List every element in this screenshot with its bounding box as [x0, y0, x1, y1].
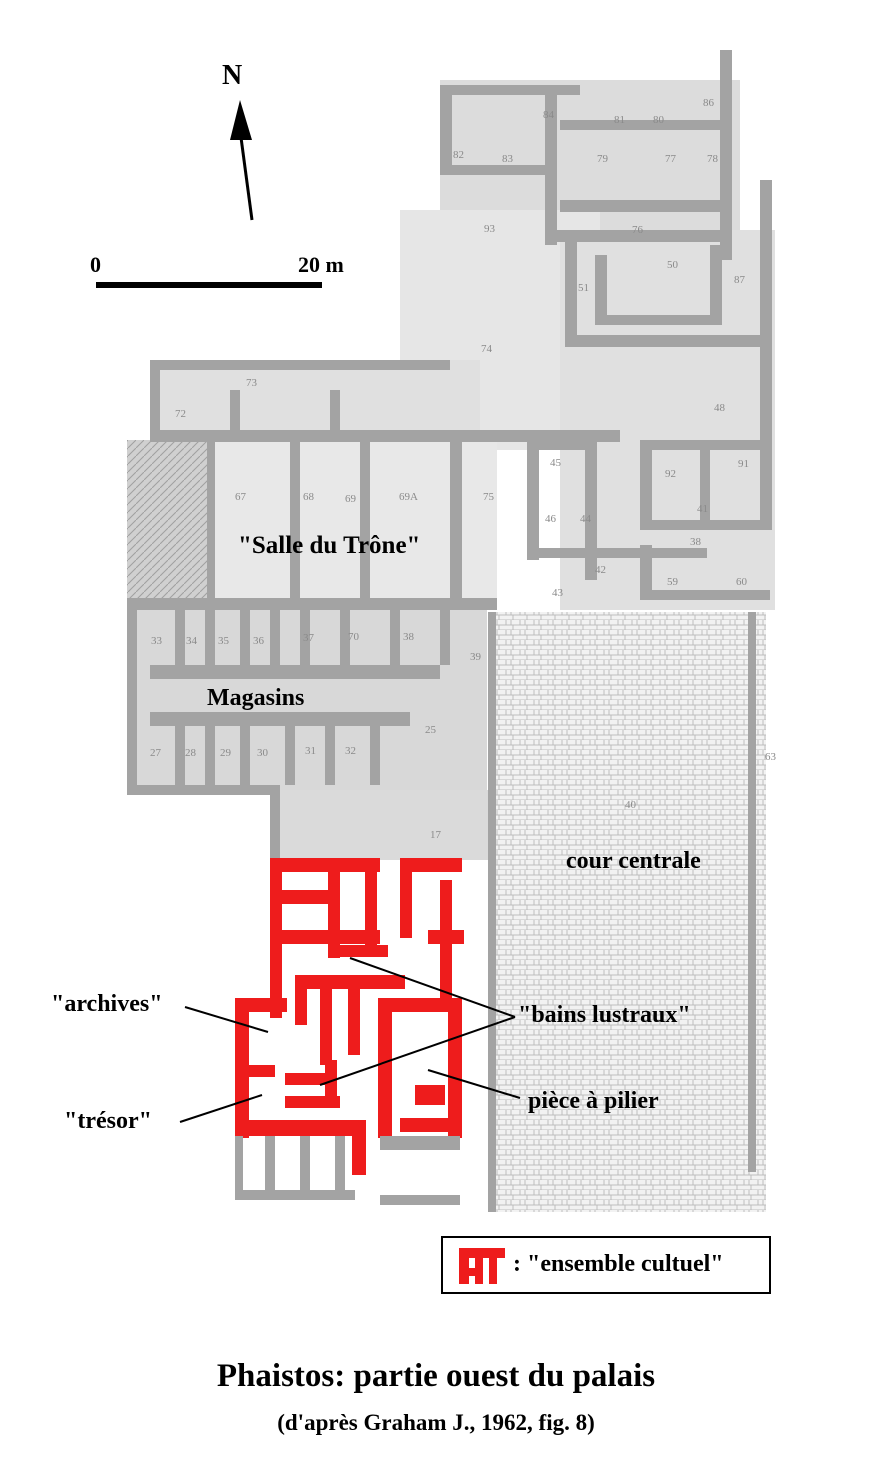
room-number: 79 [597, 153, 609, 165]
leader-lines [179, 957, 521, 1123]
room-number: 86 [703, 97, 715, 109]
room-number: 45 [550, 457, 562, 469]
palace-plan-gray: 86 84 81 80 82 83 79 77 78 93 76 50 87 51 74 73 72 67 68 69… [127, 50, 777, 1212]
lustral-baths-label: "bains lustraux" [518, 1002, 691, 1028]
room-number: 32 [345, 745, 356, 757]
room-number: 28 [185, 747, 197, 759]
room-number: 31 [305, 745, 316, 757]
north-label: N [222, 60, 242, 91]
caption-subtitle: (d'après Graham J., 1962, fig. 8) [277, 1410, 595, 1435]
central-court-label: cour centrale [566, 848, 701, 874]
room-number: 81 [614, 114, 625, 126]
room-number: 83 [502, 153, 514, 165]
central-court-paving [488, 612, 766, 1212]
room-number: 80 [653, 114, 665, 126]
room-number: 78 [707, 153, 719, 165]
room-number: 37 [303, 632, 315, 644]
room-number: 50 [667, 259, 679, 271]
north-arrow: N [222, 60, 254, 221]
room-number: 38 [403, 631, 415, 643]
room-number: 84 [543, 109, 555, 121]
room-number: 39 [470, 651, 482, 663]
room-number: 63 [765, 751, 777, 763]
room-number: 87 [734, 274, 746, 286]
room-number: 76 [632, 224, 644, 236]
room-number: 77 [665, 153, 677, 165]
room-number: 60 [736, 576, 748, 588]
room-number: 43 [552, 587, 564, 599]
room-number: 34 [186, 635, 198, 647]
room-number: 48 [714, 402, 726, 414]
scale-start-label: 0 [90, 252, 101, 277]
room-number: 25 [425, 724, 437, 736]
treasury-label: "trésor" [64, 1108, 152, 1134]
room-number: 29 [220, 747, 232, 759]
cult-complex-red [235, 858, 464, 1175]
room-number: 27 [150, 747, 162, 759]
room-number: 69A [399, 491, 418, 503]
pillar-room-label: pièce à pilier [528, 1088, 659, 1114]
archives-label: "archives" [51, 991, 163, 1017]
room-number: 68 [303, 491, 315, 503]
room-number: 33 [151, 635, 163, 647]
storerooms-label: Magasins [207, 685, 304, 711]
room-number: 41 [697, 503, 708, 515]
room-number: 74 [481, 343, 493, 355]
throne-room-label: "Salle du Trône" [238, 532, 420, 559]
room-number: 72 [175, 408, 186, 420]
room-number: 30 [257, 747, 269, 759]
room-number: 36 [253, 635, 265, 647]
legend-text: : "ensemble cultuel" [513, 1251, 724, 1277]
scale-end-label: 20 m [298, 252, 344, 277]
cult-complex-swatch-icon [459, 1248, 505, 1284]
north-arrowhead-icon [230, 100, 252, 140]
room-number: 44 [580, 513, 592, 525]
room-number-labels: 86 84 81 80 82 83 79 77 78 93 76 50 87 51 74 73 72 67 68 69… [150, 97, 777, 841]
room-number: 35 [218, 635, 230, 647]
room-number: 93 [484, 223, 496, 235]
room-number: 73 [246, 377, 258, 389]
south-rooms-gray [235, 1136, 460, 1205]
room-number: 46 [545, 513, 557, 525]
room-number: 70 [348, 631, 360, 643]
room-number: 91 [738, 458, 749, 470]
room-number: 82 [453, 149, 464, 161]
room-number: 75 [483, 491, 495, 503]
legend-box: : "ensemble cultuel" [441, 1236, 771, 1294]
scale-bar: 0 20 m [90, 252, 344, 288]
room-number: 40 [625, 799, 637, 811]
room-number: 17 [430, 829, 442, 841]
caption-title: Phaistos: partie ouest du palais [216, 1358, 656, 1394]
room-number: 59 [667, 576, 679, 588]
room-number: 92 [665, 468, 676, 480]
room-number: 69 [345, 493, 357, 505]
room-number: 67 [235, 491, 247, 503]
room-number: 38 [690, 536, 702, 548]
room-number: 51 [578, 282, 589, 294]
room-number: 42 [595, 564, 606, 576]
